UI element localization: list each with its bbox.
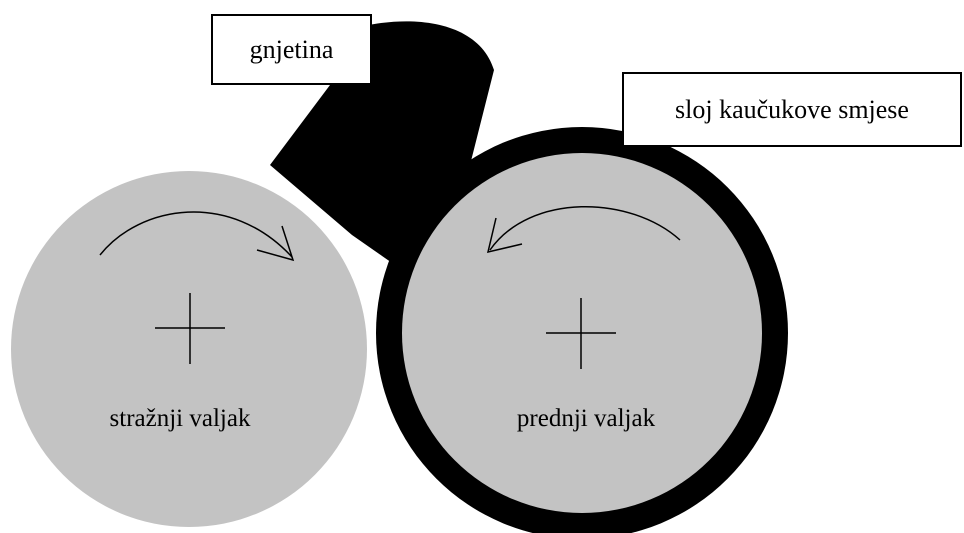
back-roller xyxy=(11,171,367,527)
back-roller-label: stražnji valjak xyxy=(110,405,251,432)
back-roller-center-mark xyxy=(155,293,225,364)
front-roller-label: prednji valjak xyxy=(517,405,656,432)
rubber-layer-label: sloj kaučukove smjese xyxy=(622,72,962,147)
dough-mass-label: gnjetina xyxy=(211,14,372,85)
back-roller-rotation-arrow xyxy=(99,211,295,262)
front-roller-center-mark xyxy=(546,298,616,369)
front-roller-rotation-arrow xyxy=(486,206,681,254)
